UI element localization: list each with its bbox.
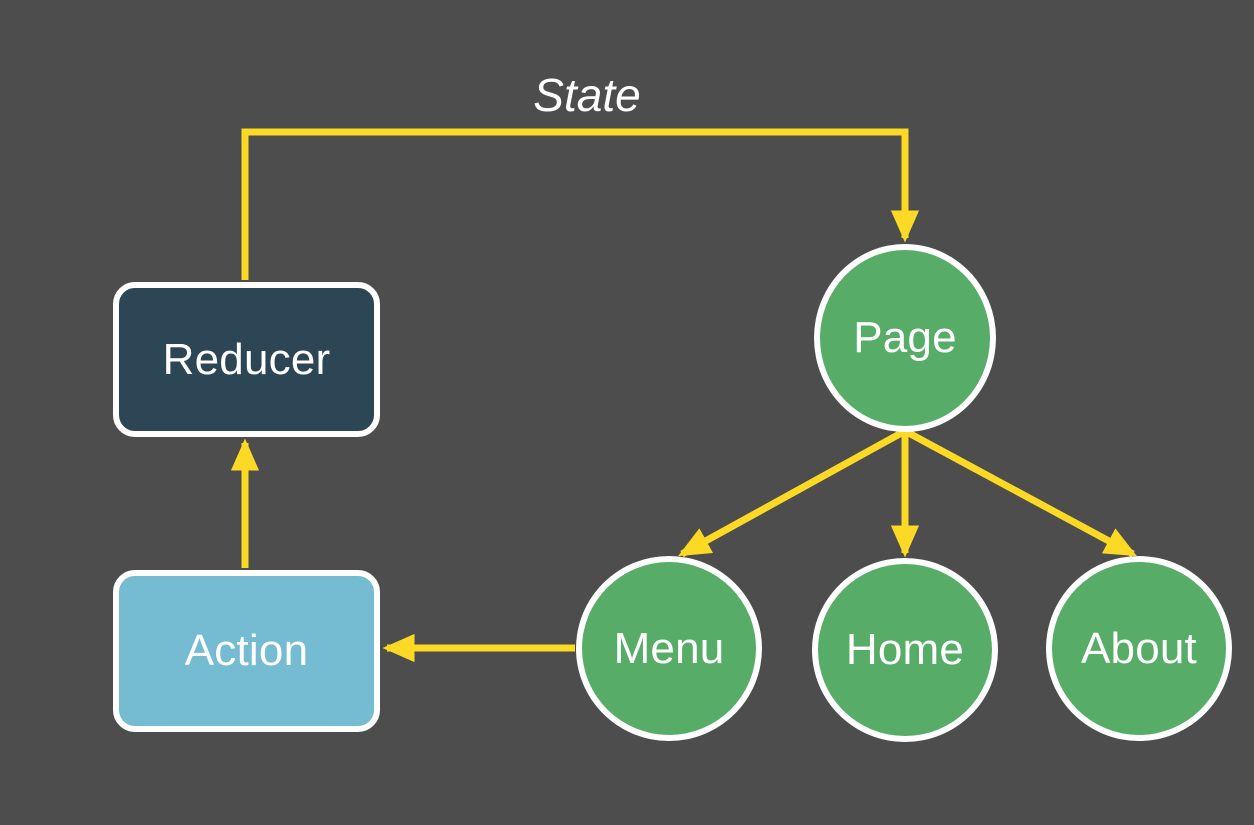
node-home-label: Home — [845, 625, 965, 674]
node-menu[interactable]: Menu — [576, 556, 762, 741]
node-page-label: Page — [853, 313, 957, 362]
edge-page-to-menu — [678, 427, 907, 558]
edge-label-state: State — [533, 69, 641, 121]
node-reducer[interactable]: Reducer — [113, 282, 380, 437]
node-action-label: Action — [184, 626, 309, 675]
node-reducer-label: Reducer — [162, 334, 331, 384]
node-home[interactable]: Home — [812, 558, 998, 742]
node-about[interactable]: About — [1046, 556, 1232, 741]
node-about-label: About — [1081, 623, 1197, 673]
edge-page-to-about — [903, 427, 1137, 558]
node-page[interactable]: Page — [814, 244, 996, 432]
node-action[interactable]: Action — [113, 570, 380, 732]
edge-reducer-to-page — [241, 128, 920, 280]
node-menu-label: Menu — [613, 623, 725, 673]
